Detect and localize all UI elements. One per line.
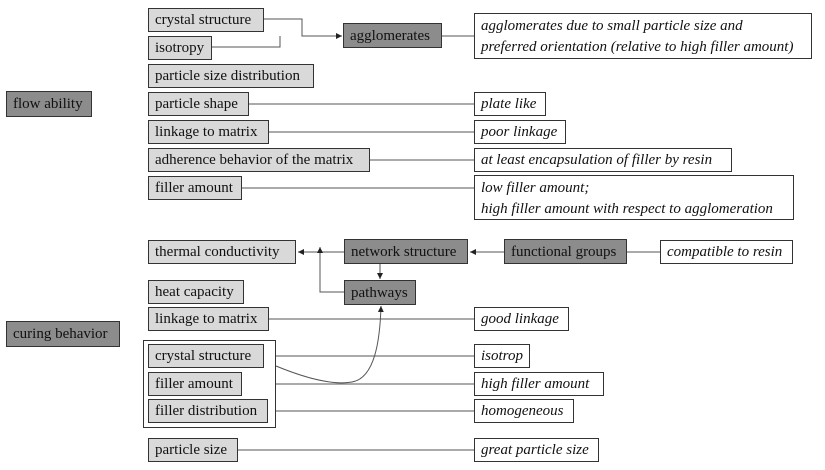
factor-filler-amount-2: filler amount bbox=[148, 372, 242, 396]
note-great-particle-size: great particle size bbox=[474, 438, 599, 462]
note-isotrop: isotrop bbox=[474, 344, 530, 368]
note-filler-amount-line-1: low filler amount; bbox=[481, 180, 590, 196]
note-poor-linkage: poor linkage bbox=[474, 120, 566, 144]
note-plate-like: plate like bbox=[474, 92, 546, 116]
thermal-conductivity-text: thermal conductivity bbox=[155, 244, 280, 260]
curing-behavior-text: curing behavior bbox=[13, 326, 108, 342]
note-encapsulation: at least encapsulation of filler by resi… bbox=[474, 148, 732, 172]
factor-adherence-behavior-text: adherence behavior of the matrix bbox=[155, 152, 354, 168]
note-agglomerates: agglomerates due to small particle size … bbox=[474, 13, 812, 59]
factor-heat-capacity: heat capacity bbox=[148, 280, 244, 304]
factor-filler-distribution-text: filler distribution bbox=[155, 403, 258, 419]
note-agglomerates-line-1: agglomerates due to small particle size … bbox=[481, 18, 743, 34]
factor-crystal-structure: crystal structure bbox=[148, 8, 264, 32]
line-group-to-pathways bbox=[275, 305, 384, 384]
factor-linkage-to-matrix-2-text: linkage to matrix bbox=[155, 311, 258, 327]
factor-particle-size: particle size bbox=[148, 438, 238, 462]
factor-linkage-to-matrix-2: linkage to matrix bbox=[148, 307, 269, 331]
agglomerates-box: agglomerates bbox=[343, 23, 442, 48]
factor-particle-size-distribution: particle size distribution bbox=[148, 64, 314, 88]
note-isotrop-text: isotrop bbox=[481, 348, 523, 364]
factor-isotropy: isotropy bbox=[148, 36, 212, 60]
note-high-filler-amount: high filler amount bbox=[474, 372, 604, 396]
thermal-conductivity-box: thermal conductivity bbox=[148, 240, 296, 264]
factor-linkage-to-matrix-text: linkage to matrix bbox=[155, 124, 258, 140]
factor-particle-shape: particle shape bbox=[148, 92, 249, 116]
note-plate-like-text: plate like bbox=[481, 96, 537, 112]
note-good-linkage-text: good linkage bbox=[481, 311, 559, 327]
note-filler-amount-line-2: high filler amount with respect to agglo… bbox=[481, 201, 773, 217]
note-filler-amount: low filler amount; high filler amount wi… bbox=[474, 175, 794, 220]
pathways-box: pathways bbox=[344, 280, 416, 305]
flow-ability-text: flow ability bbox=[13, 96, 83, 112]
factor-crystal-structure-2: crystal structure bbox=[148, 344, 264, 368]
line-isotropy-to-agglomerates bbox=[212, 36, 281, 48]
factor-crystal-structure-2-text: crystal structure bbox=[155, 348, 252, 364]
factor-filler-amount-2-text: filler amount bbox=[155, 376, 233, 392]
network-structure-box: network structure bbox=[344, 239, 468, 264]
note-agglomerates-line-2: preferred orientation (relative to high … bbox=[481, 39, 794, 55]
factor-adherence-behavior: adherence behavior of the matrix bbox=[148, 148, 370, 172]
functional-groups-box: functional groups bbox=[504, 239, 627, 264]
line-pathways-to-network bbox=[317, 247, 344, 293]
agglomerates-text: agglomerates bbox=[350, 27, 430, 44]
flow-ability-label: flow ability bbox=[6, 91, 92, 117]
note-homogeneous: homogeneous bbox=[474, 399, 574, 423]
factor-filler-amount: filler amount bbox=[148, 176, 242, 200]
note-homogeneous-text: homogeneous bbox=[481, 403, 564, 419]
note-compatible-to-resin-text: compatible to resin bbox=[667, 244, 783, 260]
curing-behavior-label: curing behavior bbox=[6, 321, 120, 347]
factor-particle-size-text: particle size bbox=[155, 442, 228, 458]
factor-filler-amount-text: filler amount bbox=[155, 180, 233, 196]
note-high-filler-amount-text: high filler amount bbox=[481, 376, 590, 392]
note-poor-linkage-text: poor linkage bbox=[481, 124, 558, 140]
note-great-particle-size-text: great particle size bbox=[481, 442, 589, 458]
note-encapsulation-text: at least encapsulation of filler by resi… bbox=[481, 152, 713, 168]
factor-particle-shape-text: particle shape bbox=[155, 96, 238, 112]
factor-heat-capacity-text: heat capacity bbox=[155, 284, 234, 300]
line-crystal-to-agglomerates bbox=[264, 18, 342, 39]
pathways-text: pathways bbox=[351, 284, 408, 301]
note-compatible-to-resin: compatible to resin bbox=[660, 240, 793, 264]
network-structure-text: network structure bbox=[351, 243, 457, 260]
filler-properties-group bbox=[143, 340, 276, 428]
factor-crystal-structure-text: crystal structure bbox=[155, 12, 252, 28]
functional-groups-text: functional groups bbox=[511, 243, 617, 260]
factor-isotropy-text: isotropy bbox=[155, 40, 205, 56]
factor-filler-distribution: filler distribution bbox=[148, 399, 268, 423]
note-good-linkage: good linkage bbox=[474, 307, 569, 331]
factor-linkage-to-matrix: linkage to matrix bbox=[148, 120, 269, 144]
factor-particle-size-distribution-text: particle size distribution bbox=[155, 68, 300, 84]
